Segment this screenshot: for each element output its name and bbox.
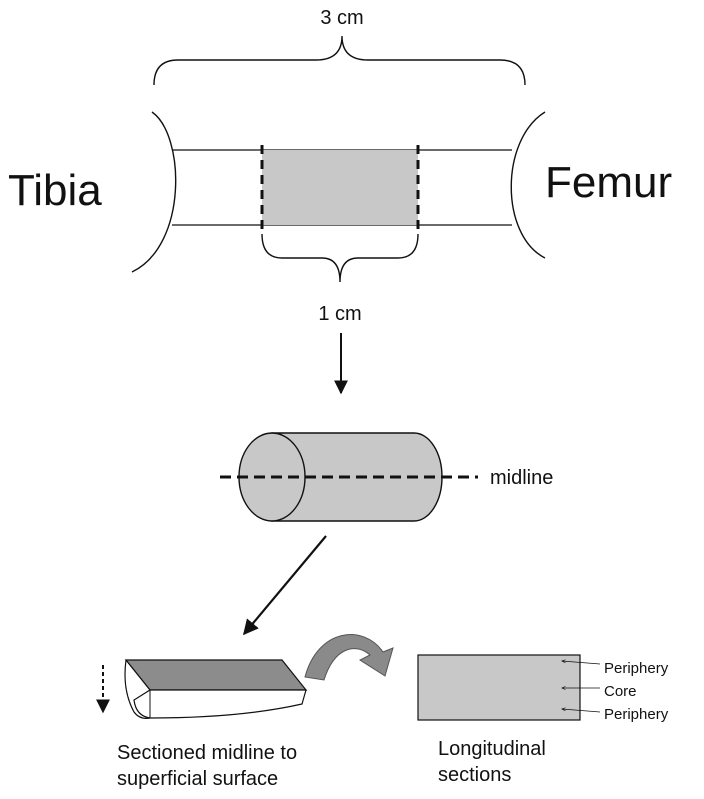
core-label: Core [604, 683, 637, 700]
periphery-bottom-label: Periphery [604, 706, 669, 723]
longitudinal-label-line1: Longitudinal [438, 738, 546, 760]
periphery-top-label: Periphery [604, 660, 669, 677]
rotate-arrow-icon [304, 634, 394, 681]
longitudinal-label-line2: sections [438, 764, 511, 786]
tibia-label: Tibia [8, 166, 102, 215]
midline-label: midline [490, 467, 553, 489]
total-length-brace [153, 35, 526, 86]
sample-length-brace [261, 233, 419, 283]
sectioned-label-line2: superficial surface [117, 768, 278, 790]
sectioned-label-line1: Sectioned midline to [117, 742, 297, 764]
sample-length-label: 1 cm [318, 303, 361, 325]
longitudinal-section [417, 654, 581, 721]
periphery-top-pointer [562, 661, 601, 665]
total-length-label: 3 cm [320, 7, 363, 29]
periphery-bottom-pointer [562, 709, 601, 713]
harvested-region [262, 150, 418, 225]
femur-label: Femur [545, 158, 672, 207]
femur-bone-outline [510, 111, 546, 259]
sectioned-specimen [124, 659, 308, 719]
process-arrow-diagonal [243, 535, 327, 636]
tibia-bone-outline [131, 111, 177, 273]
